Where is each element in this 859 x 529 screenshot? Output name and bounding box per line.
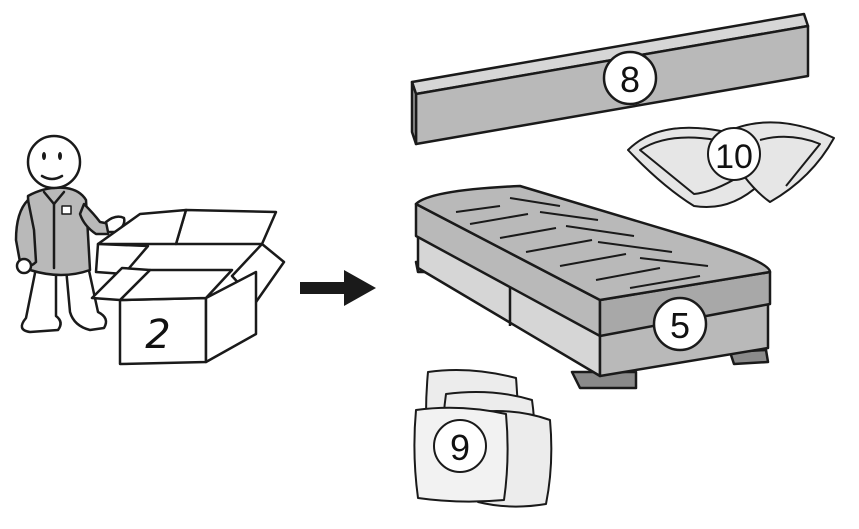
open-box: 2 — [90, 208, 286, 366]
box-number-label: 2 — [145, 312, 170, 358]
part-label-headboard: 8 — [620, 59, 640, 100]
mattress-base-part: 5 — [414, 184, 772, 390]
cover-part: 10 — [627, 121, 835, 208]
part-label-cover: 10 — [715, 138, 753, 176]
cushions-part: 9 — [413, 369, 553, 508]
person-figure — [14, 134, 126, 334]
part-label-cushions: 9 — [450, 427, 470, 468]
part-label-mattress-base: 5 — [670, 305, 690, 346]
arrow-icon — [300, 270, 376, 306]
headboard-part: 8 — [410, 12, 810, 146]
